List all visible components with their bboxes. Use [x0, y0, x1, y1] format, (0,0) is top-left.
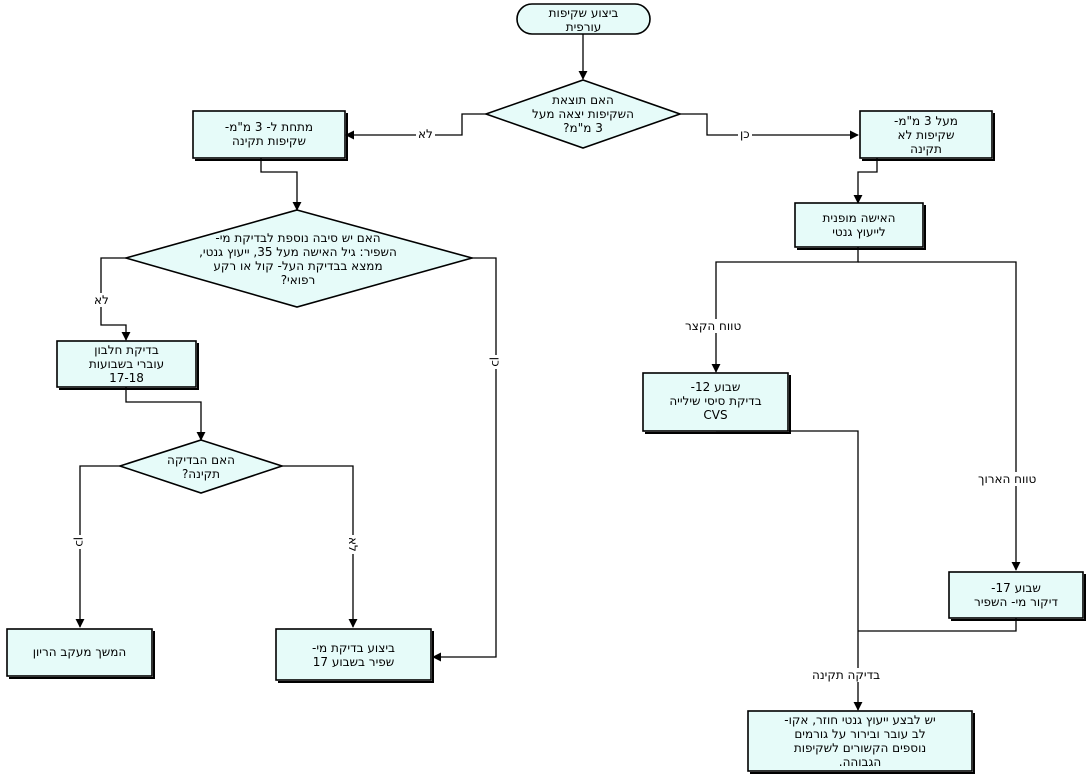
node-amnio-left[interactable] — [275, 628, 432, 681]
edge-left1-d2 — [260, 158, 302, 211]
node-protein[interactable] — [56, 340, 197, 388]
connectors — [75, 34, 1021, 711]
edge-label-long: טווח הארוך — [976, 472, 1039, 486]
edge-protein-d3 — [125, 387, 206, 441]
box-shadow — [59, 343, 199, 390]
edge-d1-left1 — [345, 113, 486, 140]
box-shadow — [750, 713, 975, 774]
node-cvs[interactable] — [642, 372, 789, 432]
edge-label-yes-2: כן — [489, 355, 503, 369]
node-start[interactable] — [516, 3, 651, 35]
box-shadow — [278, 631, 434, 683]
node-d1[interactable] — [483, 79, 683, 149]
edge-right1-counsel — [853, 158, 878, 204]
box-shadow — [797, 205, 926, 250]
edge-label-yes-3: כן — [73, 535, 87, 549]
edge-label-short: טווח הקצר — [683, 319, 744, 333]
node-right1[interactable] — [859, 110, 993, 159]
edge-amnio-right-merge — [858, 618, 1017, 632]
node-left1[interactable] — [192, 110, 346, 159]
box-shadow — [645, 375, 791, 434]
box-shadow — [862, 113, 995, 161]
node-amnio-right[interactable] — [948, 571, 1084, 619]
node-d3[interactable] — [117, 439, 285, 494]
edge-d3-no — [282, 465, 358, 628]
edge-counsel-long — [858, 261, 1021, 571]
node-counsel[interactable] — [794, 202, 924, 248]
edge-d3-yes — [75, 465, 120, 628]
node-final[interactable] — [747, 710, 973, 772]
edge-d1-right1 — [680, 113, 859, 140]
edge-label-no-2: לא — [92, 293, 111, 307]
box-shadow — [9, 631, 155, 679]
edge-label-no-1: לא — [416, 127, 435, 141]
edge-label-yes-1: כן — [738, 127, 752, 141]
edge-label-normal: בדיקה תקינה — [810, 668, 883, 682]
box-shadow — [195, 113, 348, 161]
node-d2[interactable] — [123, 209, 475, 308]
node-continue[interactable] — [6, 628, 153, 677]
box-shadow — [951, 574, 1086, 621]
edge-d2-yes — [432, 257, 497, 662]
edge-label-no-3: לא — [346, 535, 360, 554]
shapes — [6, 3, 1086, 774]
edge-d2-no — [100, 257, 131, 341]
edge-counsel-split — [711, 247, 859, 373]
